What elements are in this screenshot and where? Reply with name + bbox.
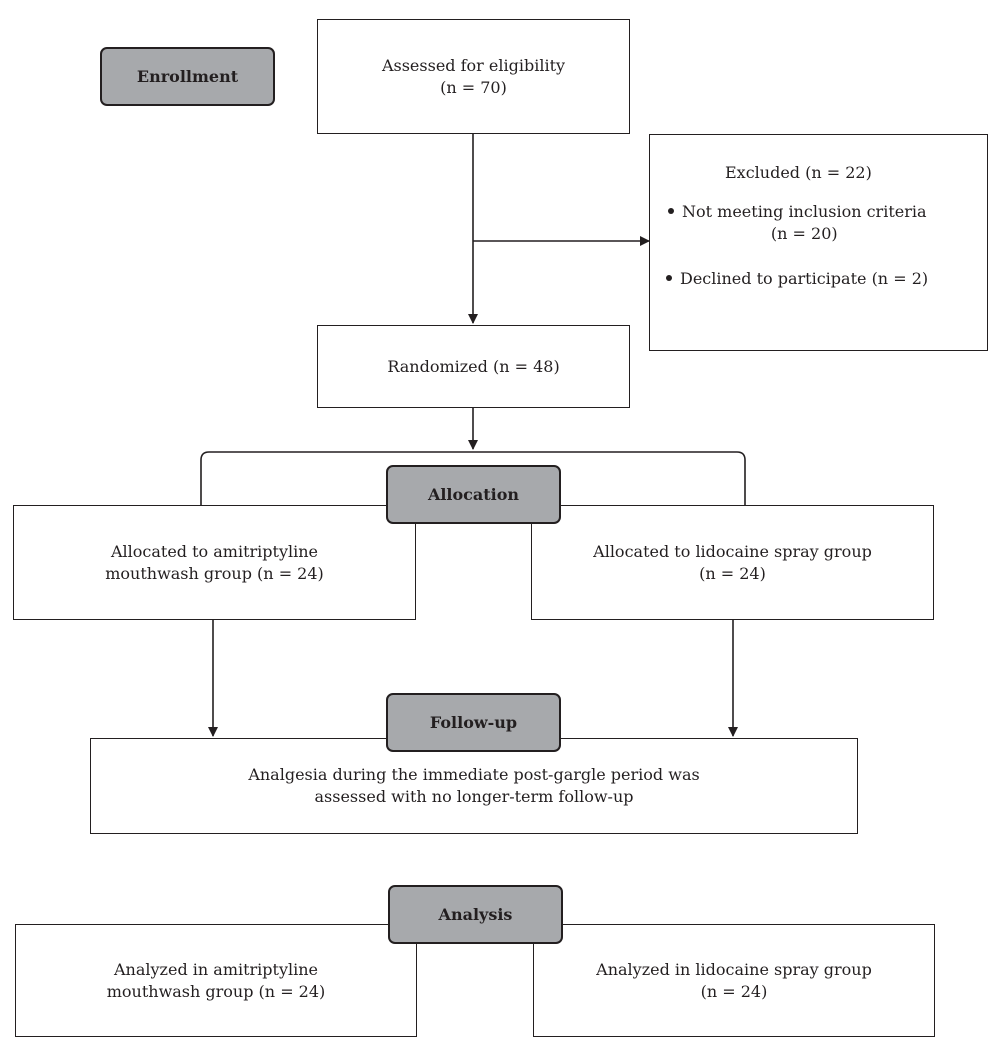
stage-enrollment: Enrollment (100, 47, 275, 106)
analysis-left-line1: Analyzed in amitriptyline (113, 959, 319, 979)
allocation-right-line2: (n = 24) (699, 563, 766, 583)
excluded-item-text: Not meeting inclusion criteria (n = 20) (682, 202, 927, 243)
allocation-left-line1: Allocated to amitriptyline (110, 541, 319, 561)
assessed-label: Assessed for eligibility (381, 55, 566, 75)
allocation-right-line1: Allocated to lidocaine spray group (593, 541, 872, 561)
analysis-right-box: Analyzed in lidocaine spray group (n = 2… (533, 924, 935, 1037)
excluded-item-not-meeting: Not meeting inclusion criteria (n = 20) (668, 201, 927, 245)
excluded-box: Excluded (n = 22) Not meeting inclusion … (649, 134, 988, 351)
randomized-box: Randomized (n = 48) (317, 325, 630, 408)
follow-up-box: Analgesia during the immediate post-garg… (90, 738, 858, 834)
excluded-item-text: Declined to participate (n = 2) (680, 269, 929, 288)
bullet-icon (666, 275, 672, 281)
analysis-left-line2: mouthwash group (n = 24) (106, 981, 326, 1001)
allocation-bracket (200, 451, 746, 505)
allocation-right-box: Allocated to lidocaine spray group (n = … (531, 505, 934, 620)
stage-analysis: Analysis (388, 885, 563, 944)
stage-follow-up: Follow-up (386, 693, 561, 752)
bullet-icon (668, 208, 674, 214)
randomized-label: Randomized (n = 48) (387, 356, 560, 376)
analysis-right-line2: (n = 24) (700, 981, 768, 1001)
analysis-left-box: Analyzed in amitriptyline mouthwash grou… (15, 924, 417, 1037)
excluded-title: Excluded (n = 22) (725, 163, 872, 182)
follow-up-line1: Analgesia during the immediate post-garg… (248, 765, 700, 784)
analysis-right-line1: Analyzed in lidocaine spray group (596, 959, 872, 979)
allocation-left-box: Allocated to amitriptyline mouthwash gro… (13, 505, 416, 620)
assessed-count: (n = 70) (440, 77, 507, 97)
allocation-left-line2: mouthwash group (n = 24) (105, 563, 324, 583)
assessed-box: Assessed for eligibility (n = 70) (317, 19, 630, 134)
follow-up-line2: assessed with no longer-term follow-up (314, 787, 634, 806)
excluded-item-declined: Declined to participate (n = 2) (666, 268, 928, 290)
stage-allocation: Allocation (386, 465, 561, 524)
